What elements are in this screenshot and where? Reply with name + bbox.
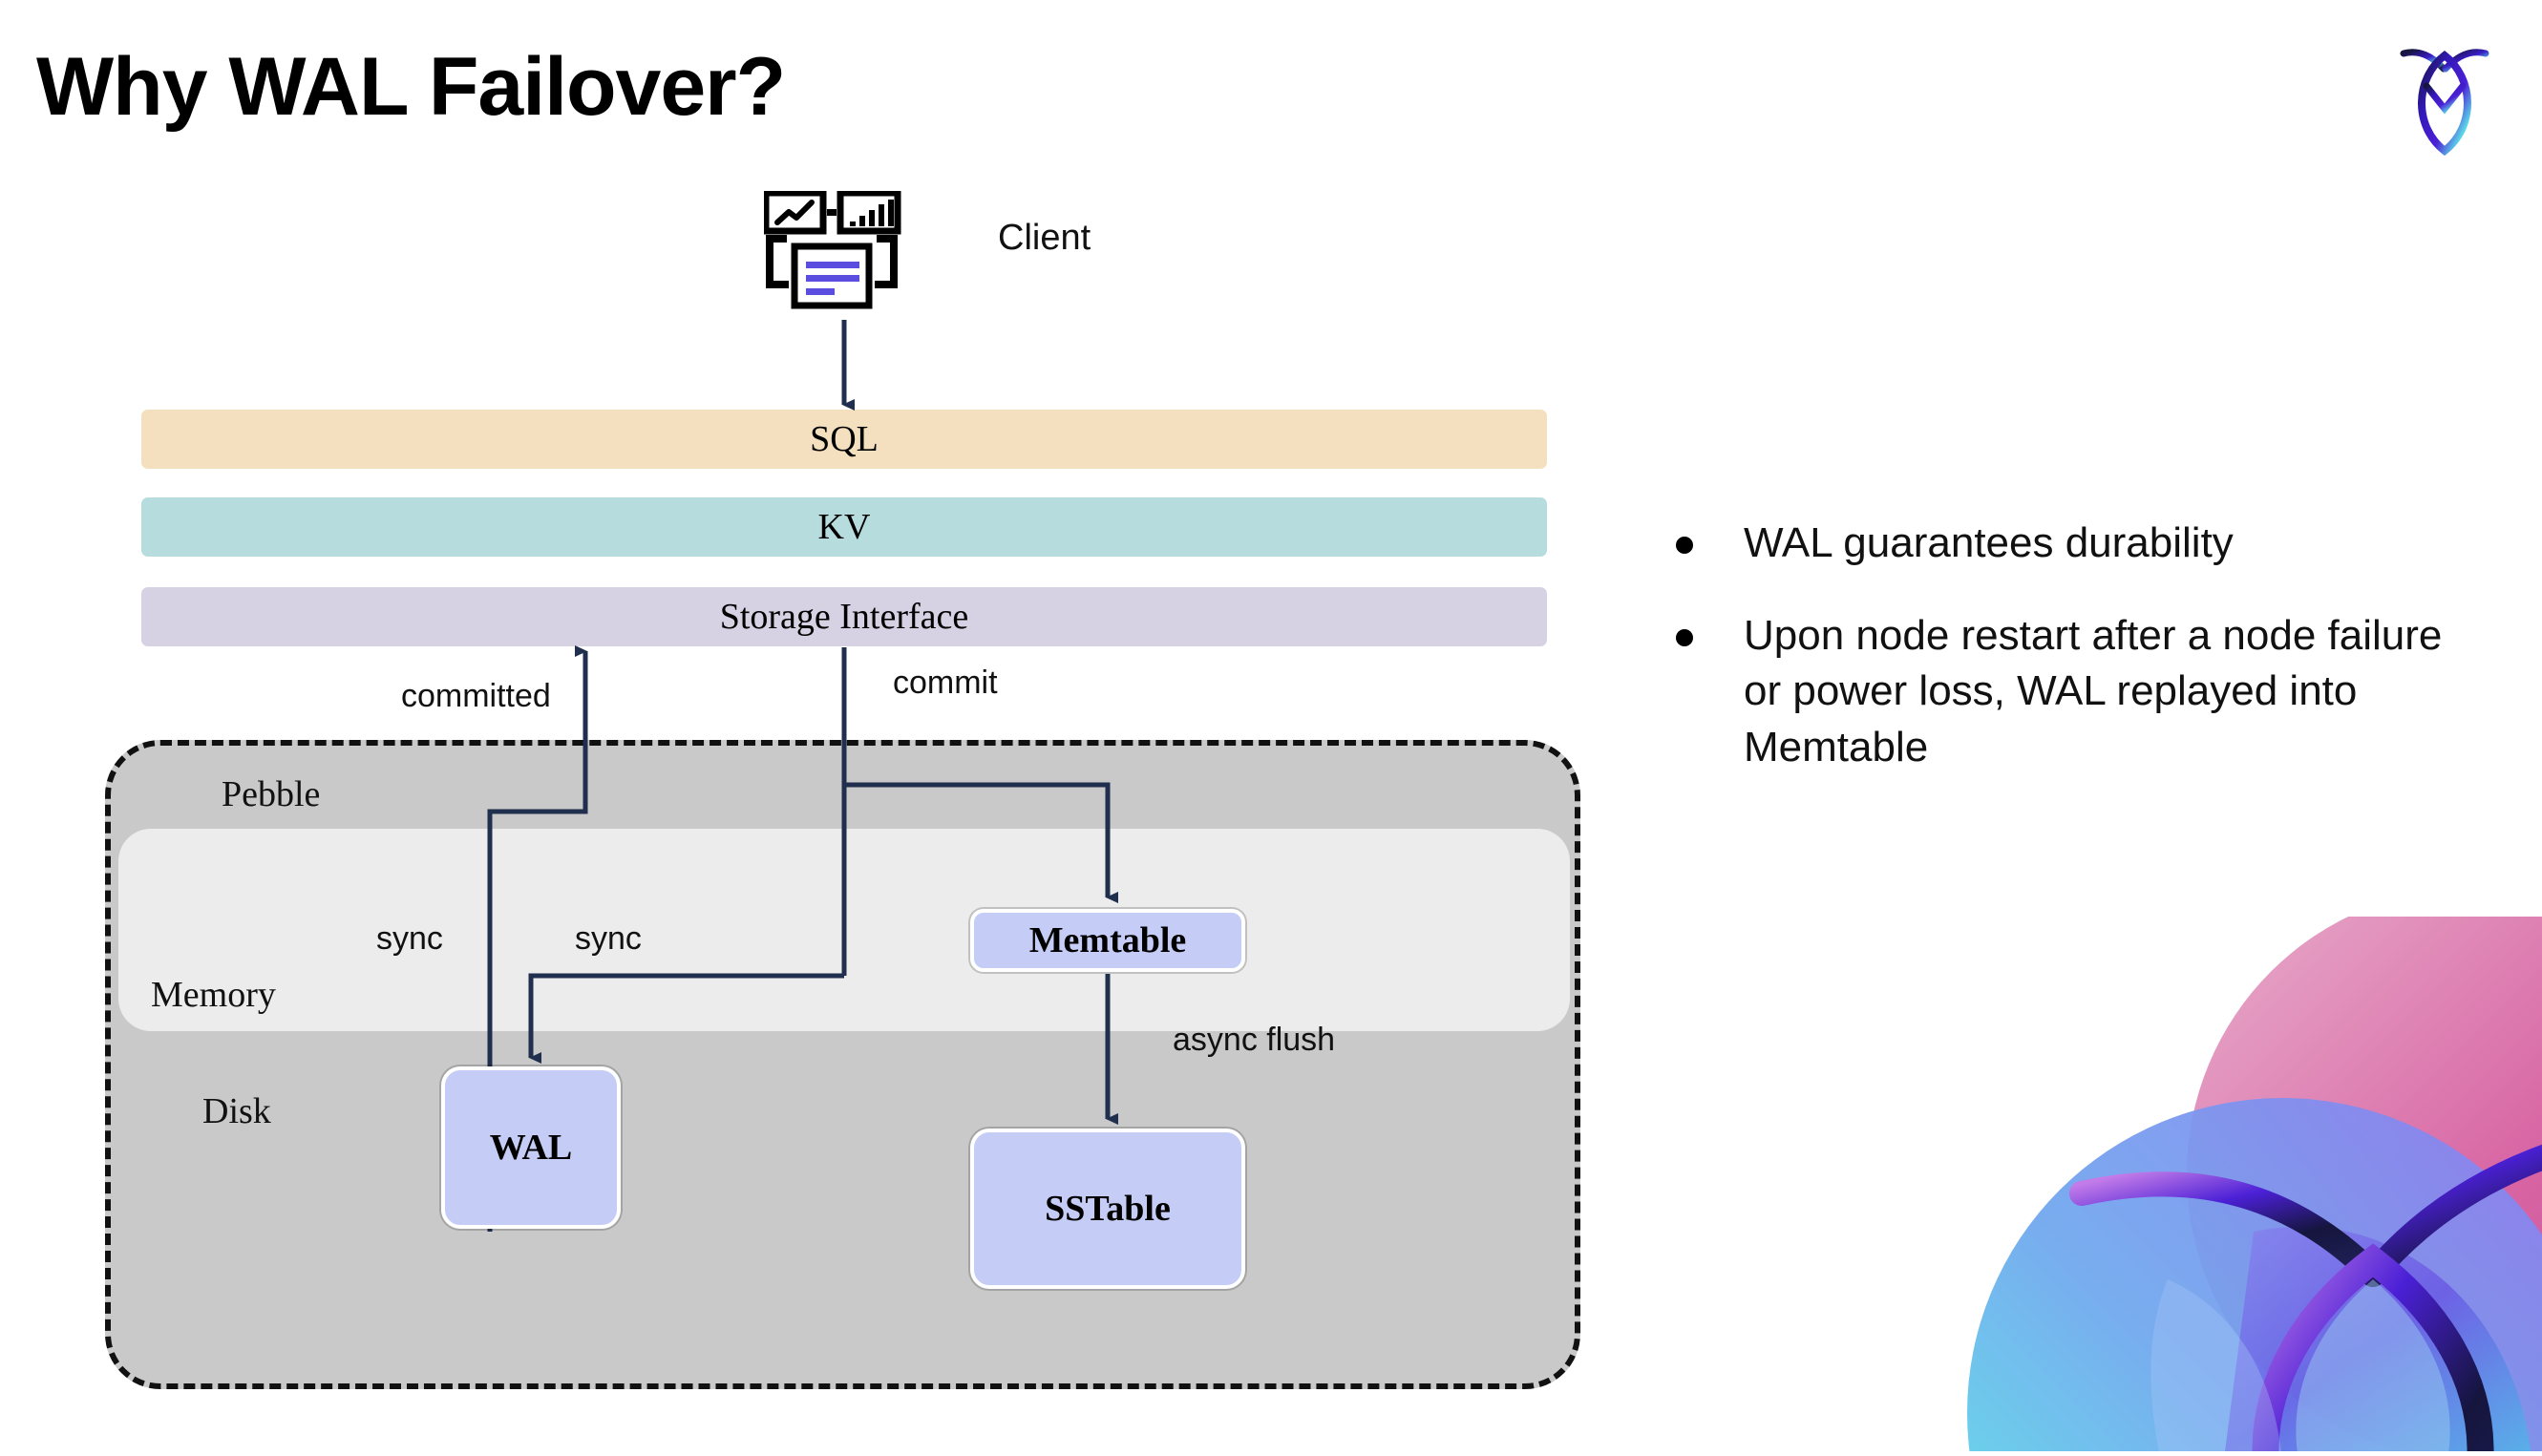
bullet-dot-icon bbox=[1676, 537, 1693, 554]
edge-label-sync-wal-secondary: sync bbox=[575, 920, 642, 957]
list-item: Upon node restart after a node failure o… bbox=[1676, 608, 2459, 776]
bullet-text: Upon node restart after a node failure o… bbox=[1744, 611, 2443, 770]
cockroach-leaf-logo-icon bbox=[2383, 29, 2507, 162]
node-sstable[interactable]: SSTable bbox=[970, 1129, 1245, 1289]
cockroach-leaf-decorative-graphic-icon bbox=[1938, 917, 2542, 1451]
edge-label-committed: committed bbox=[401, 678, 551, 714]
layer-bar-sql-label: SQL bbox=[810, 419, 879, 459]
bullet-text: WAL guarantees durability bbox=[1744, 519, 2234, 566]
node-memtable-label: Memtable bbox=[1028, 920, 1187, 960]
memory-band bbox=[118, 829, 1570, 1031]
node-memtable[interactable]: Memtable bbox=[970, 909, 1245, 972]
layer-bar-storage-interface-label: Storage Interface bbox=[719, 597, 969, 637]
client-label: Client bbox=[998, 218, 1091, 258]
list-item: WAL guarantees durability bbox=[1676, 516, 2459, 572]
memory-label: Memory bbox=[151, 975, 276, 1015]
disk-label: Disk bbox=[202, 1091, 271, 1131]
node-wal-label: WAL bbox=[489, 1128, 573, 1168]
client-dashboard-icon bbox=[762, 189, 917, 325]
layer-bar-sql: SQL bbox=[141, 410, 1547, 469]
edge-label-commit: commit bbox=[893, 665, 998, 701]
bullet-dot-icon bbox=[1676, 628, 1693, 646]
node-sstable-label: SSTable bbox=[1045, 1189, 1171, 1229]
layer-bar-kv: KV bbox=[141, 497, 1547, 557]
layer-bar-storage-interface: Storage Interface bbox=[141, 587, 1547, 646]
architecture-diagram: Pebble Memory Disk SQL KV Storage Interf… bbox=[105, 189, 1580, 1389]
edge-label-async-flush: async flush bbox=[1173, 1022, 1336, 1058]
layer-bar-kv-label: KV bbox=[817, 507, 871, 547]
bullet-list: WAL guarantees durability Upon node rest… bbox=[1676, 516, 2459, 812]
pebble-label: Pebble bbox=[222, 774, 321, 814]
edge-label-sync-wal-primary: sync bbox=[376, 920, 443, 957]
node-wal[interactable]: WAL bbox=[441, 1066, 621, 1229]
page-title: Why WAL Failover? bbox=[36, 41, 786, 133]
